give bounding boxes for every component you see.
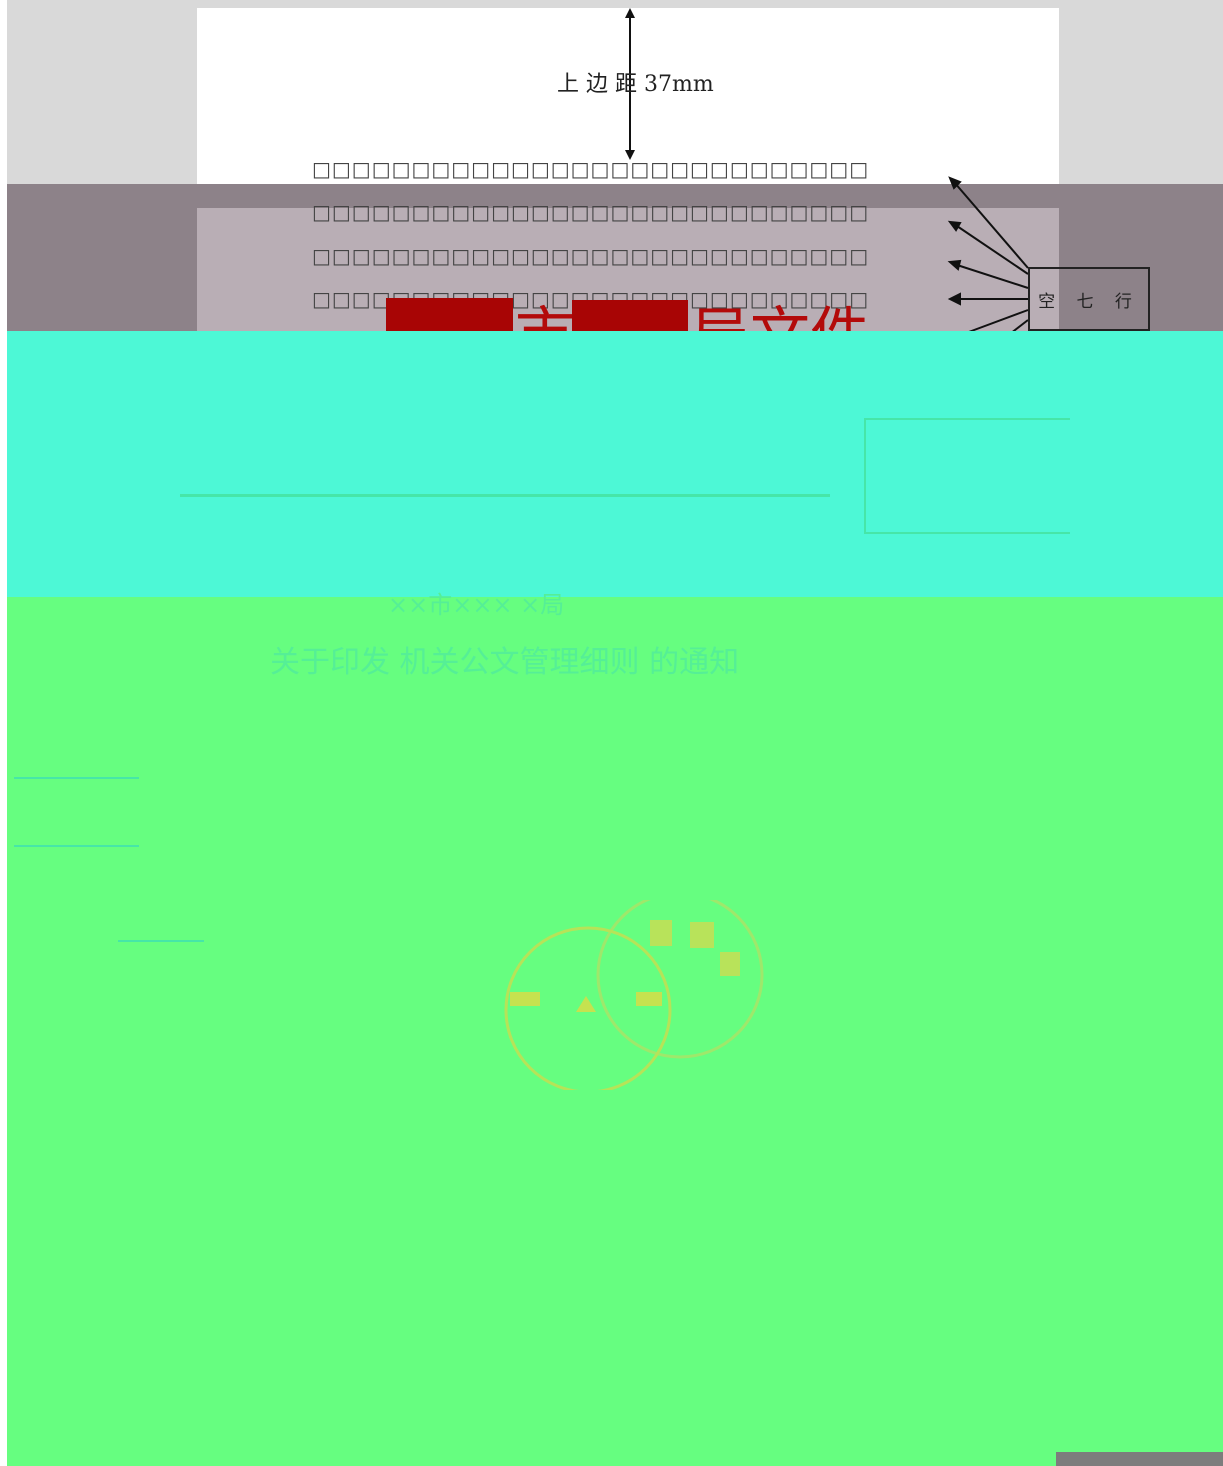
grid-row: □□□□□□□□□□□□□□□□□□□□□□□□□□□□: [312, 157, 869, 179]
annotation-box-left: [864, 418, 866, 534]
margin-line: [14, 777, 139, 779]
separator-line: [180, 494, 830, 497]
document-number: ××市××× ×局: [388, 585, 564, 620]
seven-rows-annotation: 空 七 行: [1028, 267, 1150, 331]
margin-line: [14, 845, 139, 847]
document-subject: 关于印发 机关公文管理细则 的通知: [270, 637, 739, 681]
background-cyan-band: [7, 331, 1223, 621]
grid-row: □□□□□□□□□□□□□□□□□□□□□□□□□□□□: [312, 200, 869, 222]
top-margin-label: 上 边 距 37mm: [557, 66, 714, 98]
annotation-box-top: [864, 418, 1070, 420]
official-seal-icon: [490, 900, 790, 1090]
annotation-box-bottom: [864, 532, 1070, 534]
footer-gray-strip: [1056, 1452, 1223, 1466]
grid-row: □□□□□□□□□□□□□□□□□□□□□□□□□□□□: [312, 244, 869, 266]
margin-line: [118, 940, 204, 942]
